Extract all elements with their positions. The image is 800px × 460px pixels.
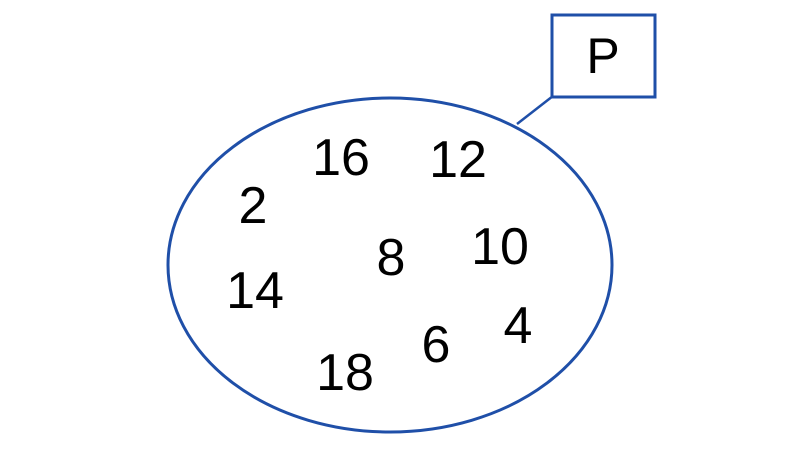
set-element: 4 [504,297,533,355]
set-element: 2 [239,177,268,235]
set-element: 12 [429,131,487,189]
set-label-box [550,13,657,99]
set-element: 10 [471,218,529,276]
label-connector [516,95,554,125]
set-element: 14 [226,262,284,320]
set-element: 18 [316,344,374,402]
set-element: 6 [422,316,451,374]
set-element: 8 [377,229,406,287]
set-ellipse [166,96,614,434]
set-element: 16 [312,129,370,187]
set-elements: 16 12 2 10 8 14 4 6 18 [226,129,532,402]
set-label: P [586,28,619,84]
